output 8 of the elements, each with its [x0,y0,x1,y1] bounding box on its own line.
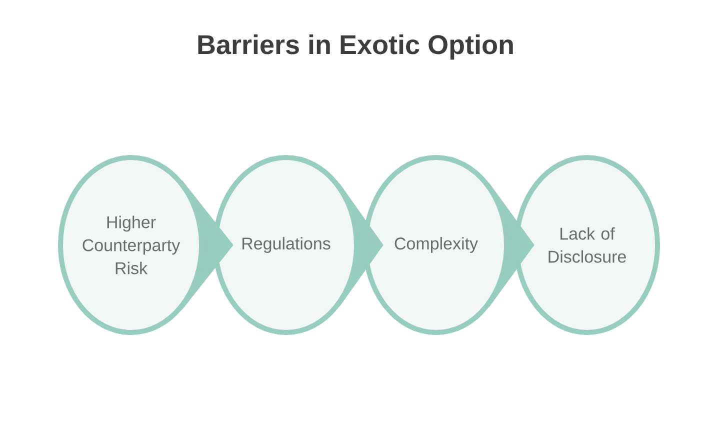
chevron-arrow [339,184,384,306]
oval-node: Complexity [363,155,509,335]
oval-node: Higher Counterparty Risk [58,155,204,335]
title: Barriers in Exotic Option [198,34,513,60]
chevron-arrow [182,180,234,310]
chevron-arrow [488,182,534,308]
oval-node: Regulations [213,155,359,335]
oval-node: Lack of Disclosure [514,155,660,335]
